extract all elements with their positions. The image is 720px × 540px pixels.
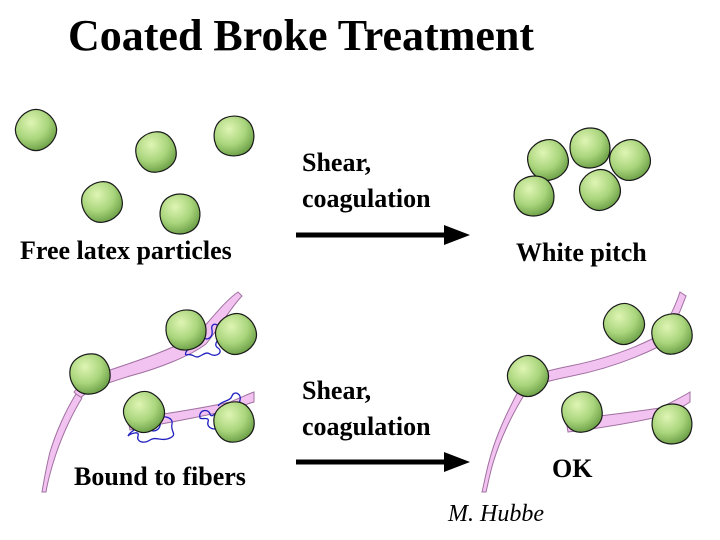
- fiber-bound-lower: [41, 393, 83, 493]
- latex-particle-bound-2: [214, 312, 258, 356]
- arrow-bottom: [296, 452, 470, 472]
- latex-particle-pitch-1: [526, 138, 570, 182]
- label-ok: OK: [552, 454, 593, 483]
- label-bottom-process-line1: Shear,: [302, 376, 372, 405]
- label-free-latex-particles: Free latex particles: [20, 236, 232, 265]
- latex-particle-bound-5: [213, 401, 255, 443]
- latex-particle-pitch-4: [513, 175, 555, 217]
- fiber-ok-lower: [481, 387, 527, 493]
- latex-particle-bound-4: [122, 390, 166, 434]
- latex-particle-bound-3: [69, 353, 111, 395]
- label-bound-to-fibers: Bound to fibers: [74, 462, 246, 491]
- author-credit: M. Hubbe: [448, 501, 544, 527]
- arrow-top-head: [444, 225, 470, 245]
- latex-particle-pitch-5: [578, 168, 622, 212]
- latex-particle-bound-1: [165, 309, 207, 351]
- label-white-pitch: White pitch: [516, 238, 647, 267]
- latex-particle-ok-1: [602, 302, 646, 346]
- latex-particle-free-2: [135, 131, 177, 173]
- label-bottom-process-line2: coagulation: [302, 412, 431, 441]
- latex-particle-pitch-2: [569, 127, 611, 169]
- latex-particle-free-4: [81, 181, 123, 223]
- latex-particle-ok-3: [506, 354, 550, 398]
- latex-particle-pitch-3: [608, 138, 652, 182]
- label-top-process-line2: coagulation: [302, 184, 431, 213]
- arrow-top: [296, 225, 470, 245]
- latex-particle-ok-4: [561, 391, 603, 433]
- latex-particle-free-3: [213, 115, 255, 157]
- latex-particle-ok-2: [651, 313, 693, 355]
- latex-particles: [14, 108, 693, 445]
- label-top-process-line1: Shear,: [302, 148, 372, 177]
- page-title: Coated Broke Treatment: [68, 11, 535, 60]
- latex-particle-free-5: [159, 193, 201, 235]
- latex-particle-ok-5: [651, 403, 693, 445]
- latex-particle-free-1: [14, 108, 58, 152]
- arrow-bottom-head: [444, 452, 470, 472]
